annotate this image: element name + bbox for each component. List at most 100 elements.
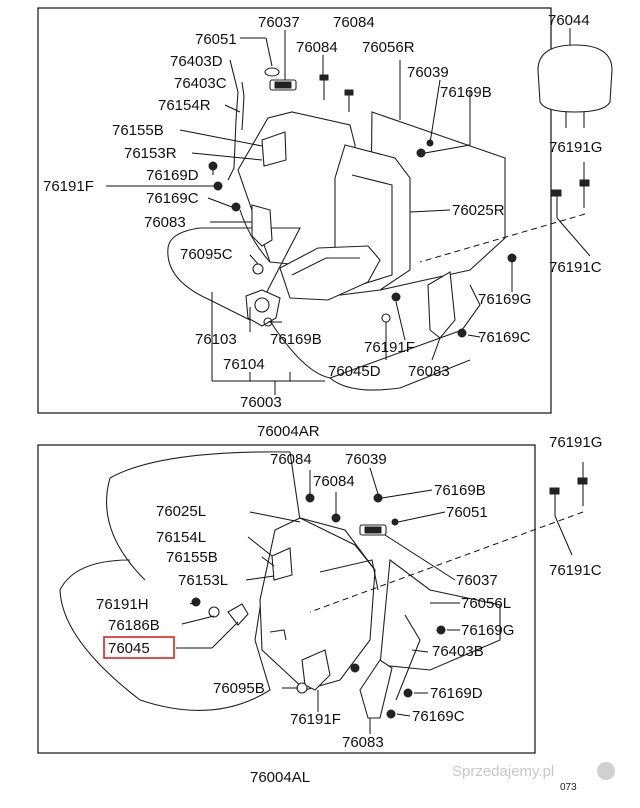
label-76403C: 76403C (174, 75, 227, 92)
latch-slot (269, 629, 287, 641)
label-76191F: 76191F (290, 711, 341, 728)
label-76037: 76037 (456, 572, 498, 589)
label-76084b: 76084 (296, 39, 338, 56)
label-76169C: 76169C (412, 708, 465, 725)
part-76045 (227, 603, 249, 626)
label-76003: 76003 (240, 394, 282, 411)
clip-76095B (296, 682, 308, 694)
top-labels: 76037 76084 76044 76051 76084 76056R 764… (43, 12, 602, 440)
label-76103: 76103 (195, 331, 237, 348)
fastener-76169C (231, 202, 241, 212)
seat-cushion-front (329, 359, 471, 391)
clip-76095C (252, 263, 264, 275)
label-76039: 76039 (345, 451, 387, 468)
label-76039: 76039 (407, 64, 449, 81)
bolt-76084b (331, 513, 341, 523)
label-76045D: 76045D (328, 363, 381, 380)
label-76051: 76051 (195, 31, 237, 48)
label-76155B: 76155B (112, 122, 164, 139)
label-76153R: 76153R (124, 145, 177, 162)
label-76056R: 76056R (362, 39, 415, 56)
label-76095B: 76095B (213, 680, 265, 697)
guide-76191G-head (579, 179, 590, 187)
cup-holder (245, 289, 281, 327)
release-cable-76403B (395, 614, 421, 701)
label-76084: 76084 (333, 14, 375, 31)
label-76155B: 76155B (166, 549, 218, 566)
highlight-box-76045 (103, 636, 175, 659)
label-76153L: 76153L (178, 572, 228, 589)
label-76169B-lower: 76169B (270, 331, 322, 348)
corner-code: 073 (560, 782, 577, 793)
label-76191F: 76191F (43, 178, 94, 195)
bolt-76084 (305, 493, 315, 503)
seat-cushion-left (59, 451, 301, 711)
label-76169B: 76169B (434, 482, 486, 499)
fastener-76051 (391, 518, 399, 526)
hinge-76191F (301, 649, 331, 691)
label-76083: 76083 (342, 734, 384, 751)
label-76191C: 76191C (549, 562, 602, 579)
label-76191C: 76191C (549, 259, 602, 276)
guide-dash-line (419, 213, 586, 263)
label-76191G: 76191G (549, 434, 602, 451)
label-76154L: 76154L (156, 529, 206, 546)
fastener-76191F-right (391, 292, 401, 302)
headrest (537, 44, 613, 113)
label-76154R: 76154R (158, 97, 211, 114)
clip-76045D (381, 313, 391, 323)
fastener-76169G (436, 625, 446, 635)
lock-knob-left-inner (364, 526, 382, 534)
top-panel-frame (37, 7, 552, 414)
label-76191F-right: 76191F (364, 339, 415, 356)
fastener-76191F (350, 663, 360, 673)
label-76191G: 76191G (549, 139, 602, 156)
label-76037: 76037 (258, 14, 300, 31)
label-76045: 76045 (108, 640, 150, 657)
fastener-76169C-right (457, 328, 467, 338)
lock-cap (264, 67, 280, 77)
fastener-76169D (403, 688, 413, 698)
label-76025R: 76025R (452, 202, 505, 219)
watermark-logo-icon (597, 762, 615, 780)
lock-bracket-left (271, 547, 293, 581)
fastener-76039 (373, 493, 383, 503)
label-76169G: 76169G (478, 291, 531, 308)
label-76403B: 76403B (432, 643, 484, 660)
hinge-bracket-left (251, 204, 273, 247)
guide-76191G-bottom (577, 477, 588, 485)
bolt-76084-head (319, 74, 329, 81)
label-76095C: 76095C (180, 246, 233, 263)
label-76025L: 76025L (156, 503, 206, 520)
label-76004AR: 76004AR (257, 423, 320, 440)
seat-lock-knob-inner (274, 81, 292, 89)
seatback-ridge (299, 517, 376, 571)
cup-holder-ring (254, 297, 270, 313)
armrest (279, 245, 381, 301)
guide-76191C-head (551, 189, 562, 197)
label-76004AL: 76004AL (250, 769, 310, 786)
label-76169B: 76169B (440, 84, 492, 101)
hinge-bracket-76083 (359, 659, 393, 719)
label-76169C-right: 76169C (478, 329, 531, 346)
top-leader-lines (106, 28, 591, 395)
seatback-top (319, 559, 379, 591)
bottom-leader-lines (176, 462, 584, 734)
hinge-bracket-right (427, 271, 456, 339)
fastener-76169G (507, 253, 517, 263)
label-76104: 76104 (223, 356, 265, 373)
bolt-76084b-head (344, 89, 354, 96)
bottom-labels: 76191G 76084 76039 76084 76169B 76025L 7… (96, 434, 602, 786)
armrest-edge (291, 257, 360, 276)
armrest-inner (351, 174, 393, 286)
bushing-76186B (208, 606, 220, 618)
label-76051: 76051 (446, 504, 488, 521)
label-76169C: 76169C (146, 190, 199, 207)
label-76084: 76084 (270, 451, 312, 468)
label-76191H: 76191H (96, 596, 149, 613)
seatback-bolster (239, 209, 271, 263)
label-76083: 76083 (144, 214, 186, 231)
watermark-text: Sprzedajemy.pl (452, 763, 554, 780)
